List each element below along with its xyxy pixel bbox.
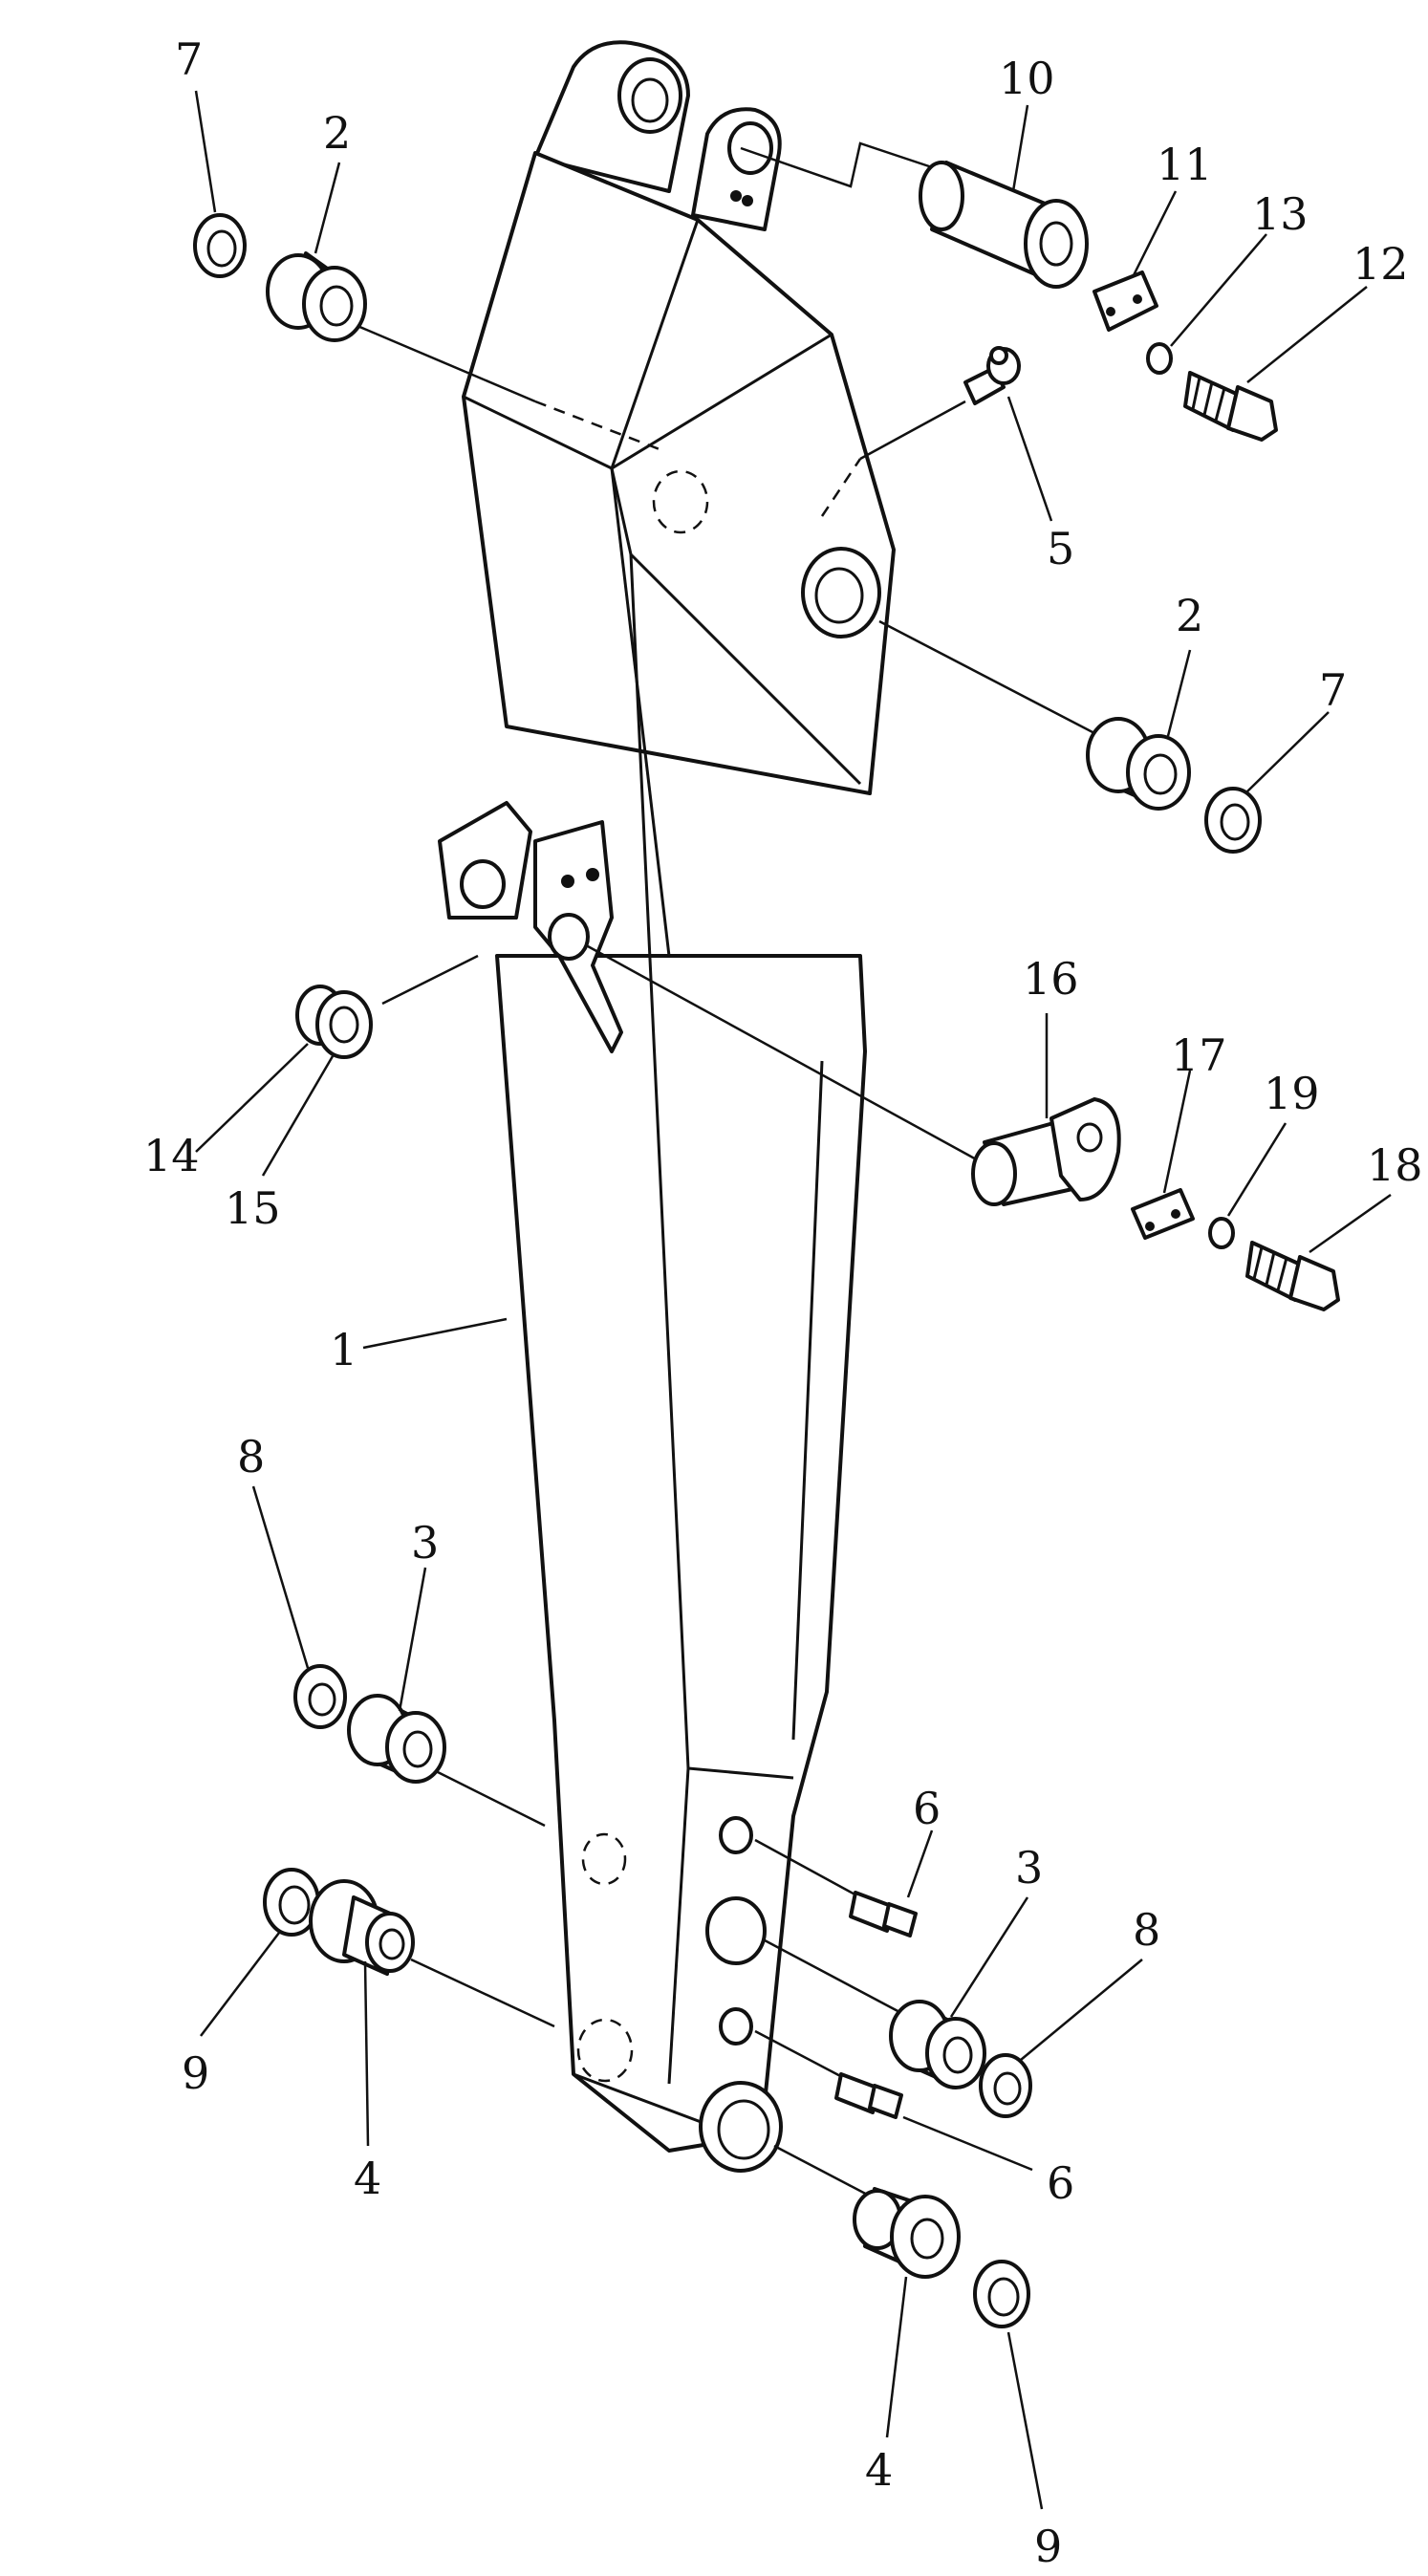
callout-19: 19 xyxy=(1264,1068,1320,1119)
ring-7-lower xyxy=(1204,787,1262,854)
callout-15: 15 xyxy=(225,1182,281,1234)
callout-4-right: 4 xyxy=(865,2444,893,2496)
callout-4-left: 4 xyxy=(354,2153,381,2204)
flanged-bushing-4-left xyxy=(309,1879,415,1976)
grease-fitting-5 xyxy=(963,346,1021,405)
washer-13 xyxy=(1146,342,1173,375)
bushing-3-right xyxy=(889,2000,986,2089)
ring-8-right xyxy=(979,2053,1032,2118)
plate-11 xyxy=(1093,271,1158,332)
callout-2-upper: 2 xyxy=(323,107,351,159)
callout-1: 1 xyxy=(330,1324,357,1375)
leader-lines xyxy=(343,141,1119,2200)
callout-10: 10 xyxy=(999,53,1055,104)
plate-17 xyxy=(1131,1188,1195,1240)
callout-9-left: 9 xyxy=(182,2047,209,2099)
ring-9-right xyxy=(973,2260,1030,2328)
loose-parts xyxy=(193,161,1340,2328)
callout-6-upper: 6 xyxy=(913,1783,941,1834)
callout-2-lower: 2 xyxy=(1176,590,1203,641)
callout-8-left: 8 xyxy=(237,1431,265,1483)
washer-19 xyxy=(1208,1217,1235,1249)
callout-pointers xyxy=(194,90,1392,2510)
bolt-18 xyxy=(1245,1241,1340,1311)
callout-3-left: 3 xyxy=(411,1517,439,1569)
pin-16 xyxy=(971,1097,1121,1206)
callout-9-right: 9 xyxy=(1034,2521,1062,2572)
callout-18: 18 xyxy=(1367,1139,1423,1191)
callout-11: 11 xyxy=(1157,139,1213,190)
bushing-2-upper xyxy=(266,251,367,342)
flanged-bushing-4-right xyxy=(853,2187,961,2279)
callout-7-upper: 7 xyxy=(175,33,203,85)
callout-6-lower: 6 xyxy=(1047,2157,1074,2209)
pin-10 xyxy=(919,161,1089,289)
ring-7-upper xyxy=(193,213,247,278)
callout-5: 5 xyxy=(1047,523,1074,574)
callout-8-right: 8 xyxy=(1133,1904,1160,1956)
ring-8-left xyxy=(293,1664,347,1729)
callout-12: 12 xyxy=(1352,238,1409,290)
callout-13: 13 xyxy=(1252,188,1309,240)
callout-17: 17 xyxy=(1171,1029,1227,1081)
callout-3-right: 3 xyxy=(1015,1842,1043,1894)
grease-fitting-6-upper xyxy=(849,1891,918,1937)
bushing-3-left xyxy=(347,1694,446,1784)
callout-labels: 7 2 10 11 13 12 5 2 7 16 17 19 18 14 15 … xyxy=(143,33,1423,2572)
bushing-2-lower xyxy=(1086,717,1191,811)
shim-15 xyxy=(315,990,373,1059)
callout-7-lower: 7 xyxy=(1319,664,1347,716)
callout-16: 16 xyxy=(1023,953,1079,1005)
callout-14: 14 xyxy=(143,1130,200,1181)
bolt-12 xyxy=(1183,371,1278,442)
grease-fitting-6-lower xyxy=(834,2072,903,2119)
arm-body xyxy=(438,40,896,2173)
